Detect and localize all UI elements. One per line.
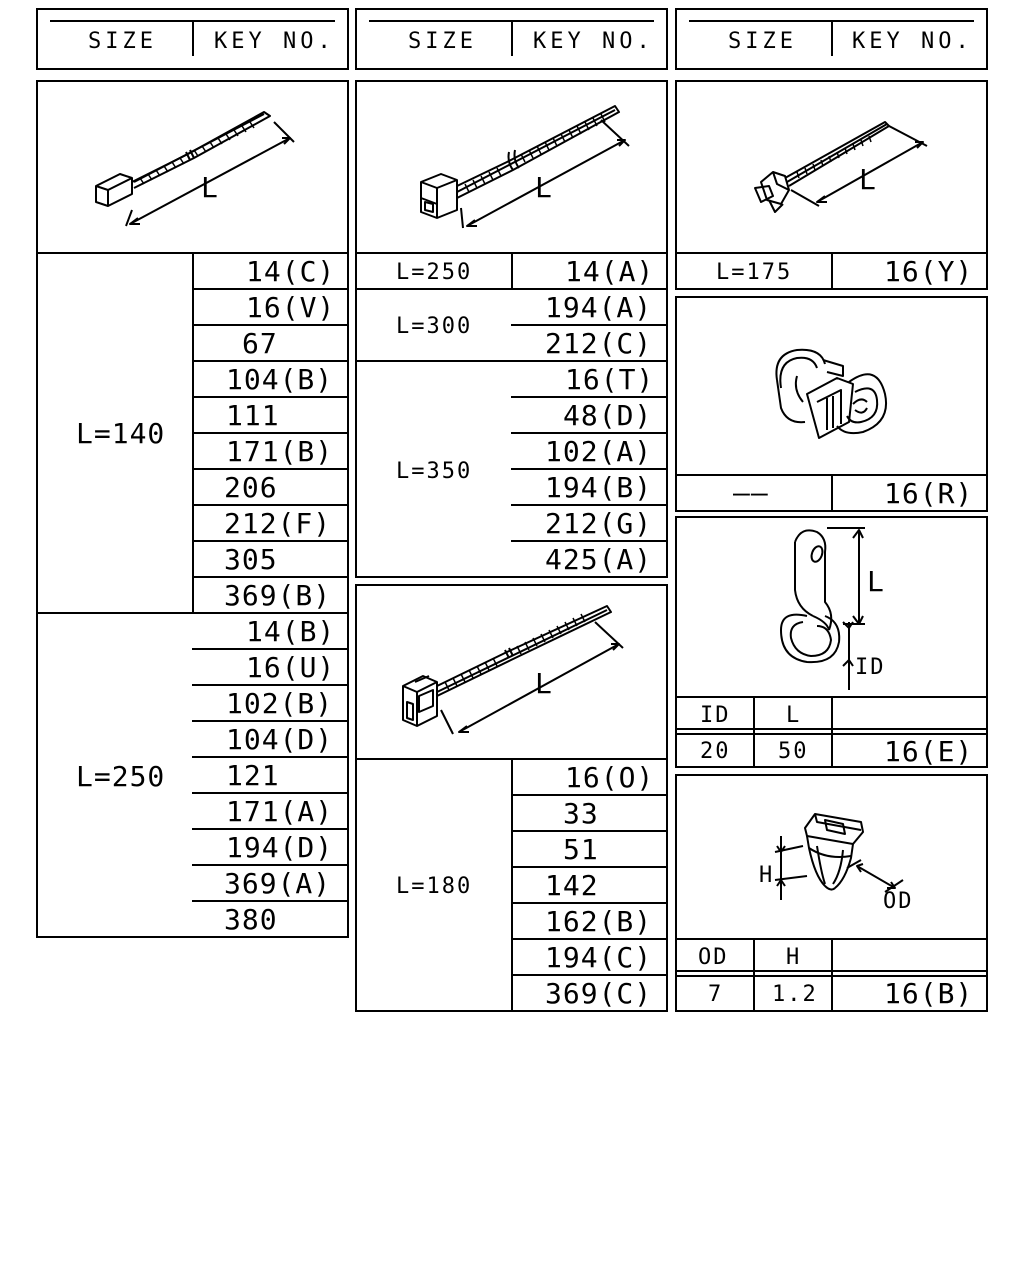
key-no-cell: 16(T) (565, 363, 655, 396)
key-no-cell: 33 (563, 797, 599, 830)
key-no-cell: 171(A) (226, 795, 334, 828)
key-no-cell: 212(C) (545, 327, 653, 360)
key-no-cell: 14(A) (565, 255, 655, 288)
header-size: SIZE (728, 29, 797, 54)
grommet-clip-drawing (774, 813, 904, 900)
column-divider (831, 252, 833, 290)
key-no-cell: 194(A) (545, 291, 653, 324)
mount-tie-image-panel: L (355, 80, 668, 254)
header-size: SIZE (88, 29, 157, 54)
key-no-cell: 67 (242, 327, 278, 360)
key-no-cell: 16(O) (565, 761, 655, 794)
column-header-od: OD (698, 945, 729, 970)
key-no-cell: 14(C) (246, 255, 336, 288)
size-label: L=175 (716, 260, 793, 285)
header-rule (50, 20, 335, 22)
header-divider (831, 22, 833, 56)
key-no-cell: 121 (226, 759, 280, 792)
header-divider (192, 22, 194, 56)
dimension-label-h: H (759, 863, 775, 888)
size-label: L=250 (76, 760, 166, 793)
key-no-cell: 194(C) (545, 941, 653, 974)
edge-clip-tie-image-panel: L (355, 584, 668, 760)
key-no-cell: 171(B) (226, 435, 334, 468)
wire-clip-drawing (775, 348, 887, 439)
push-mount-tie-drawing (754, 121, 928, 213)
dimension-label-l: L (859, 163, 877, 196)
key-no-cell: 104(D) (226, 723, 334, 756)
size-label: —— (733, 476, 769, 509)
key-no-cell: 369(B) (224, 579, 332, 612)
column-header-l: L (786, 703, 802, 728)
key-no-cell: 194(D) (226, 831, 334, 864)
key-no-cell: 48(D) (563, 399, 653, 432)
header-rule (689, 20, 974, 22)
dimension-label-l: L (867, 565, 885, 598)
size-group-l250 (36, 612, 349, 938)
cable-tie-drawing (95, 111, 295, 227)
header-key-no: KEY NO. (852, 29, 973, 54)
wire-clip-image-panel (675, 296, 988, 476)
dimension-label-l: L (535, 171, 553, 204)
column-divider (192, 252, 194, 938)
key-no-cell: 102(A) (545, 435, 653, 468)
key-no-cell: 16(E) (884, 735, 974, 768)
key-no-cell: 111 (226, 399, 280, 432)
size-label: L=300 (396, 314, 473, 339)
header-divider (511, 22, 513, 56)
size-label: L=180 (396, 874, 473, 899)
header-size: SIZE (408, 29, 477, 54)
key-no-cell: 16(R) (884, 477, 974, 510)
size-label: L=350 (396, 459, 473, 484)
dimension-label-id: ID (855, 655, 886, 680)
key-no-cell: 305 (224, 543, 278, 576)
header-rule (369, 20, 654, 22)
key-no-cell: 212(G) (545, 507, 653, 540)
key-no-cell: 16(U) (246, 651, 336, 684)
header-key-no: KEY NO. (533, 29, 654, 54)
key-no-cell: 16(Y) (884, 255, 974, 288)
p-clamp-image-panel: L ID (675, 516, 988, 698)
key-no-cell: 16(V) (246, 291, 336, 324)
key-no-cell: 14(B) (246, 615, 336, 648)
dimension-label-od: OD (883, 889, 914, 914)
l-value: 50 (778, 739, 809, 764)
mount-tie-drawing (420, 105, 630, 229)
size-label: L=250 (396, 260, 473, 285)
key-no-cell: 194(B) (545, 471, 653, 504)
key-no-cell: 102(B) (226, 687, 334, 720)
column-divider (511, 758, 513, 1012)
header-col1 (36, 8, 349, 70)
id-value: 20 (700, 739, 731, 764)
key-no-cell: 162(B) (545, 905, 653, 938)
key-no-cell: 369(C) (545, 977, 653, 1010)
column-header-id: ID (700, 703, 731, 728)
key-no-cell: 369(A) (224, 867, 332, 900)
edge-clip-tie-drawing (402, 605, 624, 735)
header-key-no: KEY NO. (214, 29, 335, 54)
column-divider (831, 474, 833, 512)
dimension-label-l: L (535, 667, 553, 700)
cable-tie-image-panel: L (36, 80, 349, 254)
key-no-cell: 51 (563, 833, 599, 866)
key-no-cell: 425(A) (545, 543, 653, 576)
key-no-cell: 206 (224, 471, 278, 504)
h-value: 1.2 (772, 982, 818, 1007)
od-value: 7 (708, 982, 724, 1007)
column-header-h: H (786, 945, 802, 970)
key-no-cell: 212(F) (224, 507, 332, 540)
push-mount-tie-image-panel: L (675, 80, 988, 254)
size-label: L=140 (76, 417, 166, 450)
grommet-clip-image-panel: H OD (675, 774, 988, 940)
dimension-label-l: L (201, 171, 219, 204)
key-no-cell: 104(B) (226, 363, 334, 396)
p-clamp-drawing (780, 527, 865, 690)
key-no-cell: 142 (545, 869, 599, 902)
key-no-cell: 16(B) (884, 977, 974, 1010)
key-no-cell: 380 (224, 903, 278, 936)
